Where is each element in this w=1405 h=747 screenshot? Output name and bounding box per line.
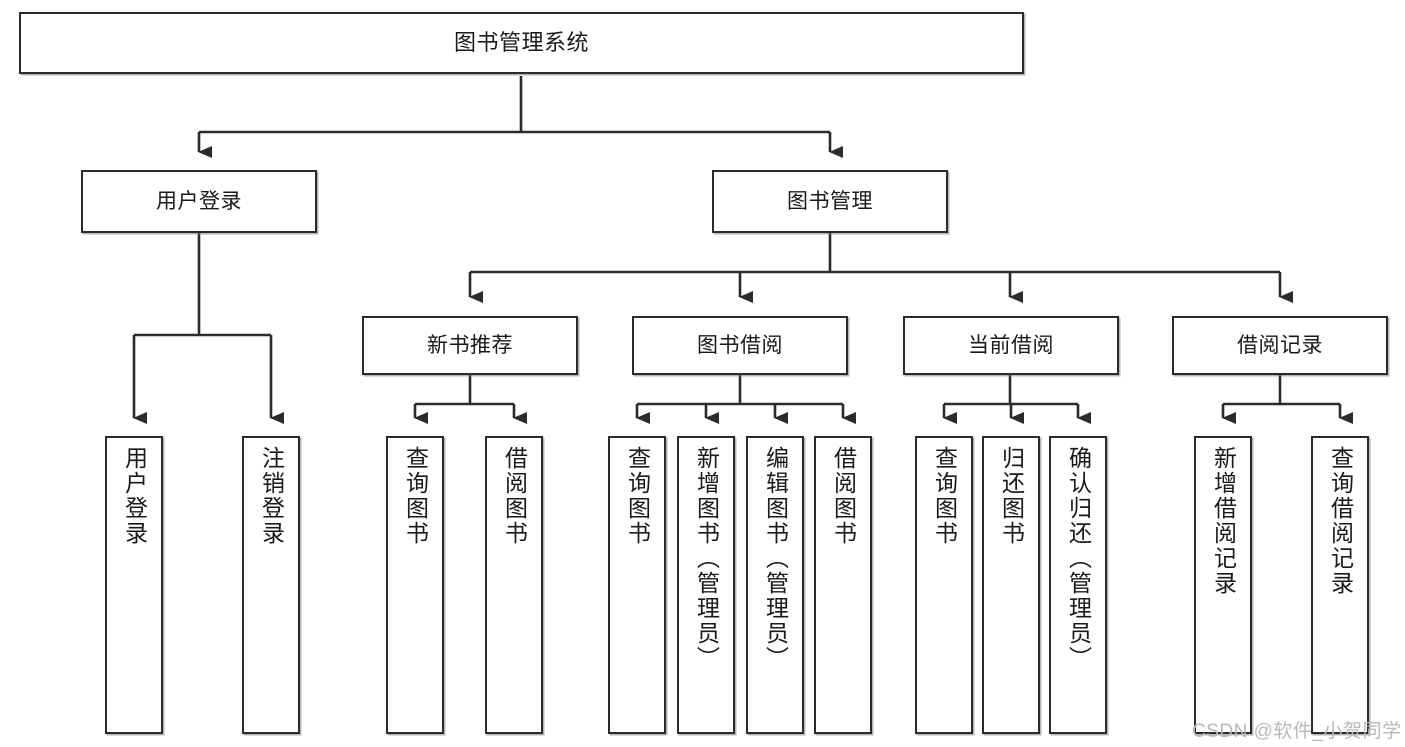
- node-label: 图书管理系统: [453, 29, 589, 55]
- node-label: 注销登录: [258, 446, 285, 546]
- leaf-confirm-return-admin[interactable]: 确认归还（管理员）: [1049, 436, 1107, 734]
- node-label: 用户登录: [121, 446, 148, 546]
- csdn-watermark: CSDN @软件_小贺同学: [1192, 721, 1402, 742]
- node-borrow-record[interactable]: 借阅记录: [1172, 316, 1388, 375]
- leaf-query-book-borrow[interactable]: 查询图书: [608, 436, 666, 734]
- node-label: 借阅图书: [501, 446, 528, 546]
- leaf-add-borrow-record[interactable]: 新增借阅记录: [1194, 436, 1252, 734]
- node-label: 借阅图书: [830, 446, 857, 546]
- leaf-edit-book-admin[interactable]: 编辑图书（管理员）: [746, 436, 804, 734]
- node-label: 新书推荐: [427, 333, 513, 357]
- node-book-management[interactable]: 图书管理: [712, 170, 948, 233]
- node-new-book-recommend[interactable]: 新书推荐: [362, 316, 578, 375]
- leaf-borrow-book[interactable]: 借阅图书: [814, 436, 872, 734]
- node-label: 新增借阅记录: [1210, 446, 1237, 596]
- leaf-logout[interactable]: 注销登录: [242, 436, 300, 734]
- node-label: 用户登录: [156, 189, 242, 213]
- node-current-borrow[interactable]: 当前借阅: [903, 316, 1119, 375]
- node-label: 编辑图书（管理员）: [762, 446, 789, 671]
- node-label: 图书管理: [787, 189, 873, 213]
- leaf-query-borrow-record[interactable]: 查询借阅记录: [1311, 436, 1369, 734]
- node-root-system[interactable]: 图书管理系统: [19, 12, 1024, 74]
- node-user-login[interactable]: 用户登录: [81, 170, 317, 233]
- node-label: 借阅记录: [1237, 333, 1323, 357]
- node-label: 图书借阅: [697, 333, 783, 357]
- node-label: 新增图书（管理员）: [693, 446, 720, 671]
- node-label: 查询借阅记录: [1327, 446, 1354, 596]
- leaf-query-book-current[interactable]: 查询图书: [915, 436, 973, 734]
- node-label: 查询图书: [624, 446, 651, 546]
- leaf-return-book[interactable]: 归还图书: [982, 436, 1040, 734]
- leaf-user-login[interactable]: 用户登录: [105, 436, 163, 734]
- leaf-borrow-book-new[interactable]: 借阅图书: [485, 436, 543, 734]
- leaf-query-book-new[interactable]: 查询图书: [386, 436, 444, 734]
- node-label: 当前借阅: [968, 333, 1054, 357]
- node-label: 查询图书: [931, 446, 958, 546]
- leaf-add-book-admin[interactable]: 新增图书（管理员）: [677, 436, 735, 734]
- node-label: 确认归还（管理员）: [1065, 446, 1092, 671]
- node-label: 查询图书: [402, 446, 429, 546]
- node-label: 归还图书: [998, 446, 1025, 546]
- node-book-borrow[interactable]: 图书借阅: [632, 316, 848, 375]
